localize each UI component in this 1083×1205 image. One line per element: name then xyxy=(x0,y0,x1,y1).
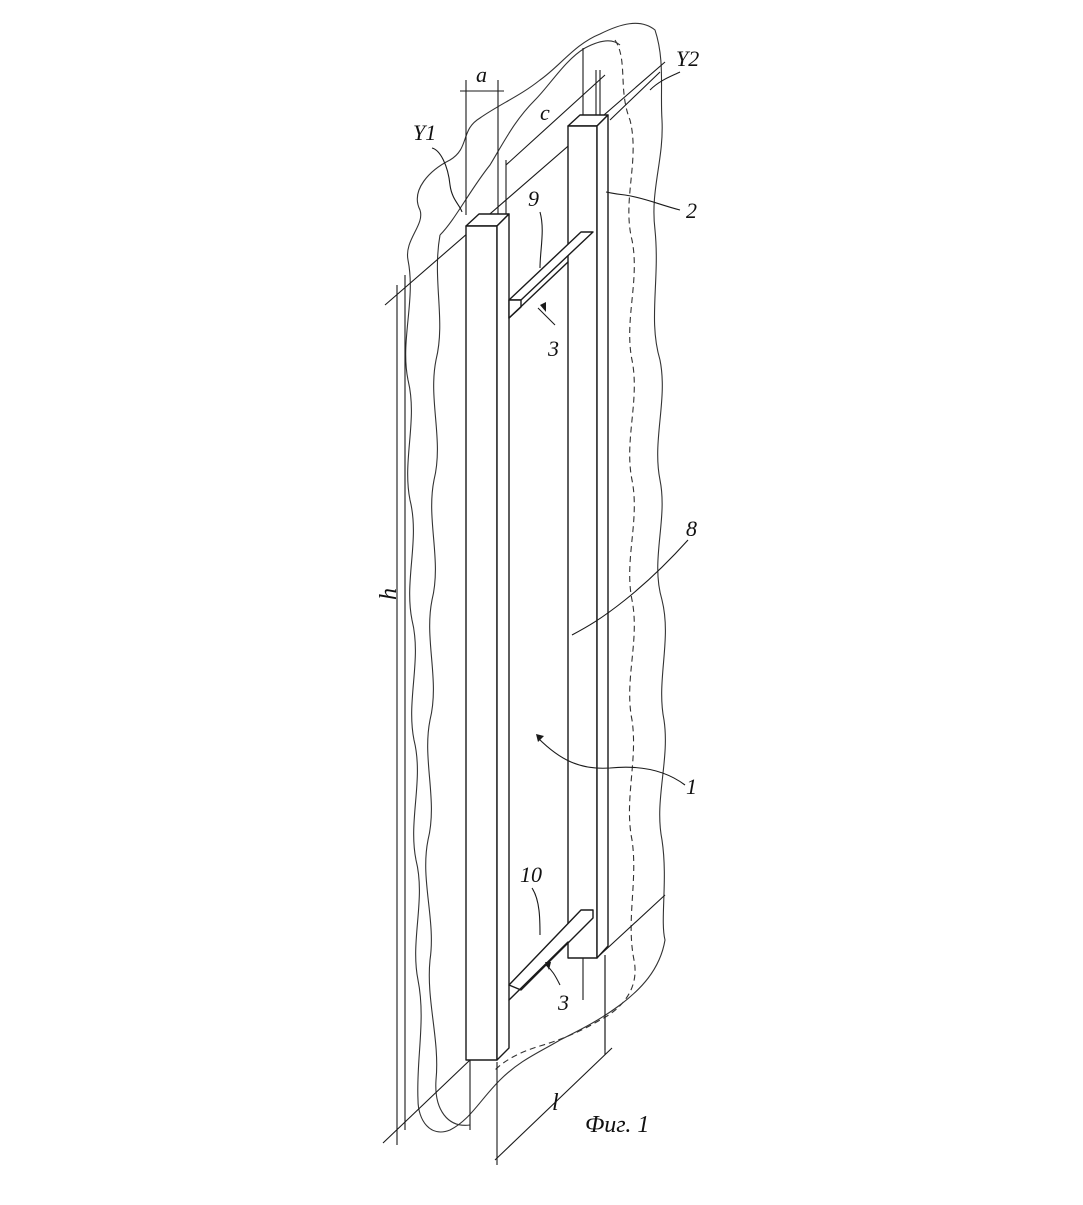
insulation-inner-outline xyxy=(425,40,621,1126)
label-8: 8 xyxy=(686,516,697,541)
leader-3-top xyxy=(537,307,556,326)
label-9: 9 xyxy=(528,186,539,211)
label-y2: Y2 xyxy=(676,46,699,71)
label-h: h xyxy=(376,588,402,600)
dim-l-line xyxy=(494,1047,613,1161)
insulation-outline xyxy=(405,22,666,1133)
arrow-3-top xyxy=(540,302,546,312)
leader-8 xyxy=(571,539,689,636)
label-2: 2 xyxy=(686,198,697,223)
arrow-3-bottom xyxy=(545,962,551,970)
leader-9 xyxy=(539,211,543,269)
label-1: 1 xyxy=(686,774,697,799)
top-back-line xyxy=(609,71,661,121)
bottom-crossbar xyxy=(508,909,594,1001)
hidden-outline xyxy=(494,39,636,1071)
leader-2 xyxy=(605,191,681,211)
label-y1: Y1 xyxy=(413,120,436,145)
leader-1 xyxy=(537,737,686,786)
label-3-top: 3 xyxy=(547,336,559,361)
leader-10 xyxy=(531,887,541,936)
leader-y1 xyxy=(431,147,463,213)
bottom-extension-line xyxy=(382,1059,471,1144)
figure-caption: Фиг. 1 xyxy=(585,1112,649,1138)
back-post xyxy=(567,114,609,959)
label-3-bottom: 3 xyxy=(557,990,569,1015)
arrow-1 xyxy=(536,734,544,742)
top-extension-line xyxy=(384,61,666,306)
leader-y2 xyxy=(649,71,681,91)
label-10: 10 xyxy=(520,862,542,887)
front-post xyxy=(465,213,510,1061)
bottom-back-line xyxy=(599,894,666,956)
top-crossbar xyxy=(508,231,594,319)
label-c: c xyxy=(540,100,550,125)
label-a: a xyxy=(476,62,487,87)
label-l: l xyxy=(552,1090,559,1116)
dim-c-line xyxy=(505,74,606,166)
